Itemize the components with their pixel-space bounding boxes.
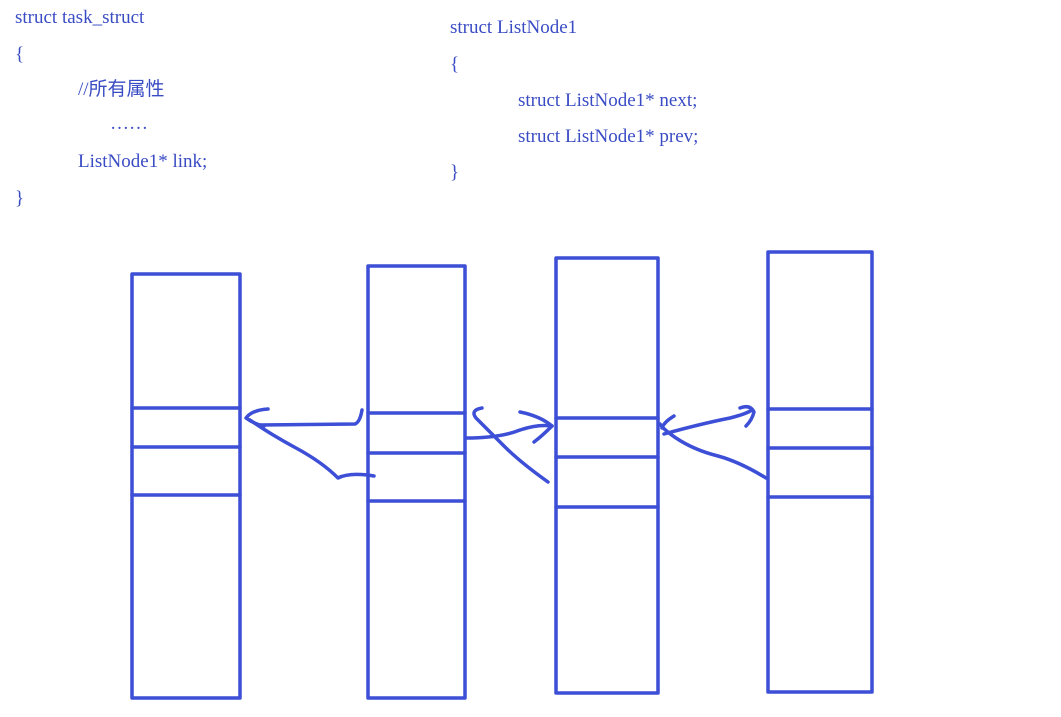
listnode-next-field: struct ListNode1* next; (518, 90, 698, 111)
node-2-box (366, 264, 467, 700)
listnode-open-brace: { (450, 54, 460, 75)
listnode-prev-field: struct ListNode1* prev; (518, 126, 699, 147)
node-4 (766, 250, 874, 694)
task-struct-ellipsis: …… (110, 113, 148, 134)
listnode-line-1: struct ListNode1 (450, 17, 578, 38)
arrow-2-to-1-prev-curve (248, 418, 376, 480)
task-struct-link-field: ListNode1* link; (78, 151, 208, 172)
task-struct-comment: //所有属性 (78, 79, 165, 100)
node-1 (130, 272, 242, 700)
arrow-4-to-3-prev-head (660, 414, 676, 430)
arrow-2-to-1-prev-top (258, 408, 364, 427)
node-3-box (554, 256, 660, 695)
arrow-3-to-4-next-head (738, 404, 756, 428)
listnode-close-brace: } (450, 162, 460, 183)
node-3 (554, 256, 660, 695)
arrow-4-to-3-prev-curve (658, 422, 768, 480)
arrow-2-to-3-next-head (518, 410, 554, 444)
task-struct-open-brace: { (15, 44, 25, 65)
arrow-3-to-2-prev-curve (472, 406, 550, 484)
node-2 (366, 264, 467, 700)
arrow-2-to-3-next (464, 423, 554, 440)
node-4-box (766, 250, 874, 694)
task-struct-close-brace: } (15, 188, 25, 209)
task-struct-line-1: struct task_struct (15, 7, 145, 28)
node-1-box (130, 272, 242, 700)
arrow-3-to-4-next (662, 408, 754, 436)
